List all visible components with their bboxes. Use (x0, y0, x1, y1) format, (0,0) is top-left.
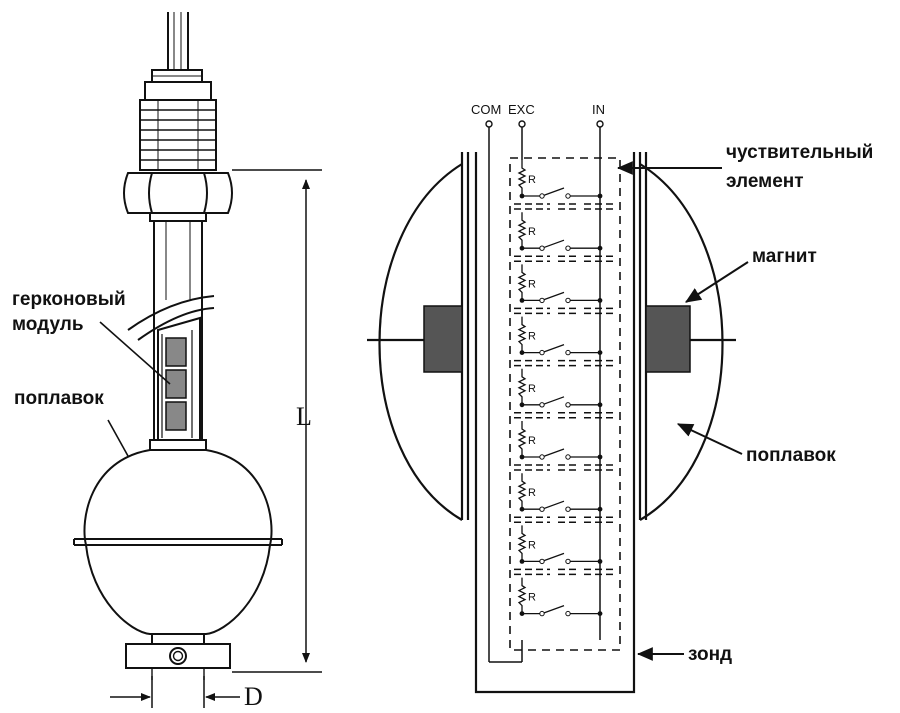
contact-point (539, 297, 545, 304)
contact-point (565, 558, 571, 565)
contact-point (565, 506, 571, 512)
junction-node (597, 559, 603, 564)
terminal-exc (518, 120, 526, 128)
contact-point (565, 454, 571, 460)
resistor-label: R (528, 592, 536, 604)
reed-contact (522, 500, 600, 510)
leader-reed-module (99, 321, 171, 385)
reed-contact (522, 552, 600, 563)
resistor-label: R (528, 226, 536, 238)
label-reed-module-line2: модуль (12, 314, 84, 335)
leader-float-right (676, 423, 743, 455)
resistor (517, 473, 527, 510)
terminal-exc-label: EXC (508, 102, 535, 117)
resistor (517, 160, 527, 196)
reed-contact (522, 396, 600, 406)
contact-point (539, 454, 545, 460)
contact-point (539, 349, 545, 356)
contact-point (565, 349, 571, 356)
resistor-label: R (528, 435, 536, 447)
contact-point (539, 558, 545, 565)
reed-contact (522, 343, 600, 354)
resistor-ladder: R R R R R R R R R (514, 160, 614, 617)
terminal-in (596, 120, 604, 128)
label-probe: зонд (688, 644, 732, 665)
hex-nut (123, 172, 233, 214)
contact-point (565, 245, 571, 251)
terminal-com-label: COM (471, 102, 501, 117)
label-sensing-line1: чуствительный (726, 142, 873, 163)
cutaway-line (137, 307, 215, 341)
resistor-label: R (528, 174, 536, 186)
leader-magnet (685, 261, 749, 303)
contact-point (565, 297, 571, 304)
reed-contact (522, 448, 600, 458)
label-magnet: магнит (752, 246, 817, 267)
contact-point (565, 193, 571, 199)
junction-node (597, 611, 603, 616)
threaded-fitting (139, 81, 217, 171)
junction-node (597, 245, 603, 251)
terminal-in-label: IN (592, 102, 605, 117)
resistor (517, 525, 527, 562)
reed-module (157, 316, 201, 441)
resistor (517, 264, 527, 301)
reed-contact (522, 604, 600, 615)
leader-float-left (107, 419, 129, 457)
terminal-com (485, 120, 493, 128)
terminal-wiring (488, 124, 601, 663)
label-reed-module-line1: герконовый (12, 289, 126, 310)
junction-node (597, 193, 603, 199)
contact-point (539, 245, 545, 251)
float-ball (73, 439, 283, 635)
resistor-label: R (528, 278, 536, 290)
cable (167, 12, 189, 70)
junction-node (597, 454, 603, 460)
float-shell (367, 152, 736, 521)
magnet-right (645, 305, 691, 373)
contact-point (565, 402, 571, 408)
dimension-length (232, 169, 322, 673)
label-float-left: поплавок (14, 388, 104, 409)
resistor (517, 316, 527, 353)
probe-tube (474, 152, 636, 694)
junction-node (597, 402, 603, 408)
resistor (517, 212, 527, 249)
resistor-label: R (528, 487, 536, 499)
junction-node (597, 350, 603, 355)
contact-point (539, 193, 545, 199)
resistor-label: R (528, 539, 536, 551)
sensing-element-boundary (509, 157, 621, 651)
cutaway-line (127, 295, 215, 331)
resistor (517, 577, 527, 614)
contact-point (539, 506, 545, 512)
resistor (517, 368, 527, 405)
reed-contact (522, 187, 600, 197)
stem-tube (149, 212, 207, 445)
contact-point (539, 402, 545, 408)
resistor-label: R (528, 331, 536, 343)
label-sensing-line2: элемент (726, 171, 804, 192)
reed-contact (522, 291, 600, 302)
resistor (517, 421, 527, 457)
label-float-right: поплавок (746, 445, 836, 466)
dimension-length-label: L (296, 402, 312, 431)
contact-point (539, 610, 545, 617)
sensor-drawing (73, 12, 283, 680)
contact-point (565, 610, 571, 617)
junction-node (597, 506, 603, 512)
resistor-label: R (528, 383, 536, 395)
dimension-diameter-label: D (244, 682, 263, 711)
reed-contact (522, 239, 600, 249)
magnet-left (423, 305, 463, 373)
dimension-diameter (110, 676, 240, 708)
junction-node (597, 298, 603, 303)
stop-collar (125, 633, 231, 680)
